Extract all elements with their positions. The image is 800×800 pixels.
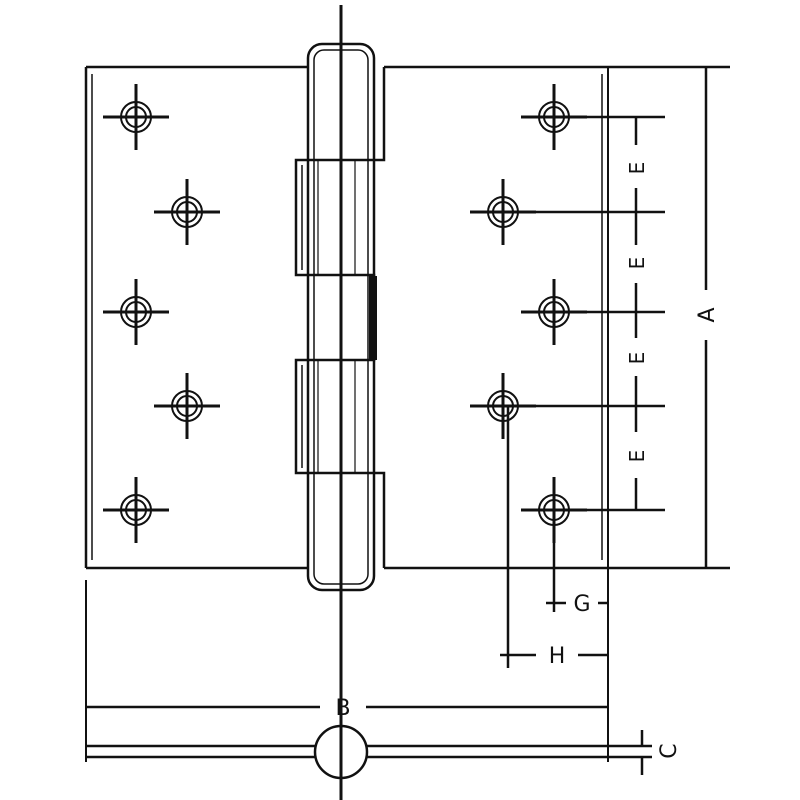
e-extension-lines bbox=[503, 115, 665, 512]
g-dimension bbox=[546, 510, 608, 612]
screw-hole bbox=[152, 177, 222, 247]
g-label: G bbox=[573, 592, 590, 617]
e-label-4: E bbox=[625, 450, 649, 463]
screw-hole bbox=[101, 475, 171, 545]
right-screw-holes bbox=[468, 82, 589, 545]
hinge-knuckle bbox=[294, 5, 386, 800]
h-label: H bbox=[549, 644, 566, 669]
h-dimension bbox=[500, 406, 608, 668]
c-label: C bbox=[657, 743, 682, 758]
left-leaf bbox=[84, 65, 308, 570]
c-dimension bbox=[608, 730, 652, 775]
right-leaf bbox=[384, 65, 730, 762]
screw-hole bbox=[101, 277, 171, 347]
b-dimension bbox=[85, 580, 608, 762]
a-label: A bbox=[695, 307, 720, 322]
left-screw-holes bbox=[101, 82, 222, 545]
b-label: B bbox=[335, 696, 350, 721]
section-view bbox=[86, 724, 608, 780]
e-label-3: E bbox=[625, 352, 649, 365]
screw-hole bbox=[101, 82, 171, 152]
screw-hole bbox=[152, 371, 222, 441]
e-label-2: E bbox=[625, 257, 649, 270]
e-label-1: E bbox=[625, 162, 649, 175]
